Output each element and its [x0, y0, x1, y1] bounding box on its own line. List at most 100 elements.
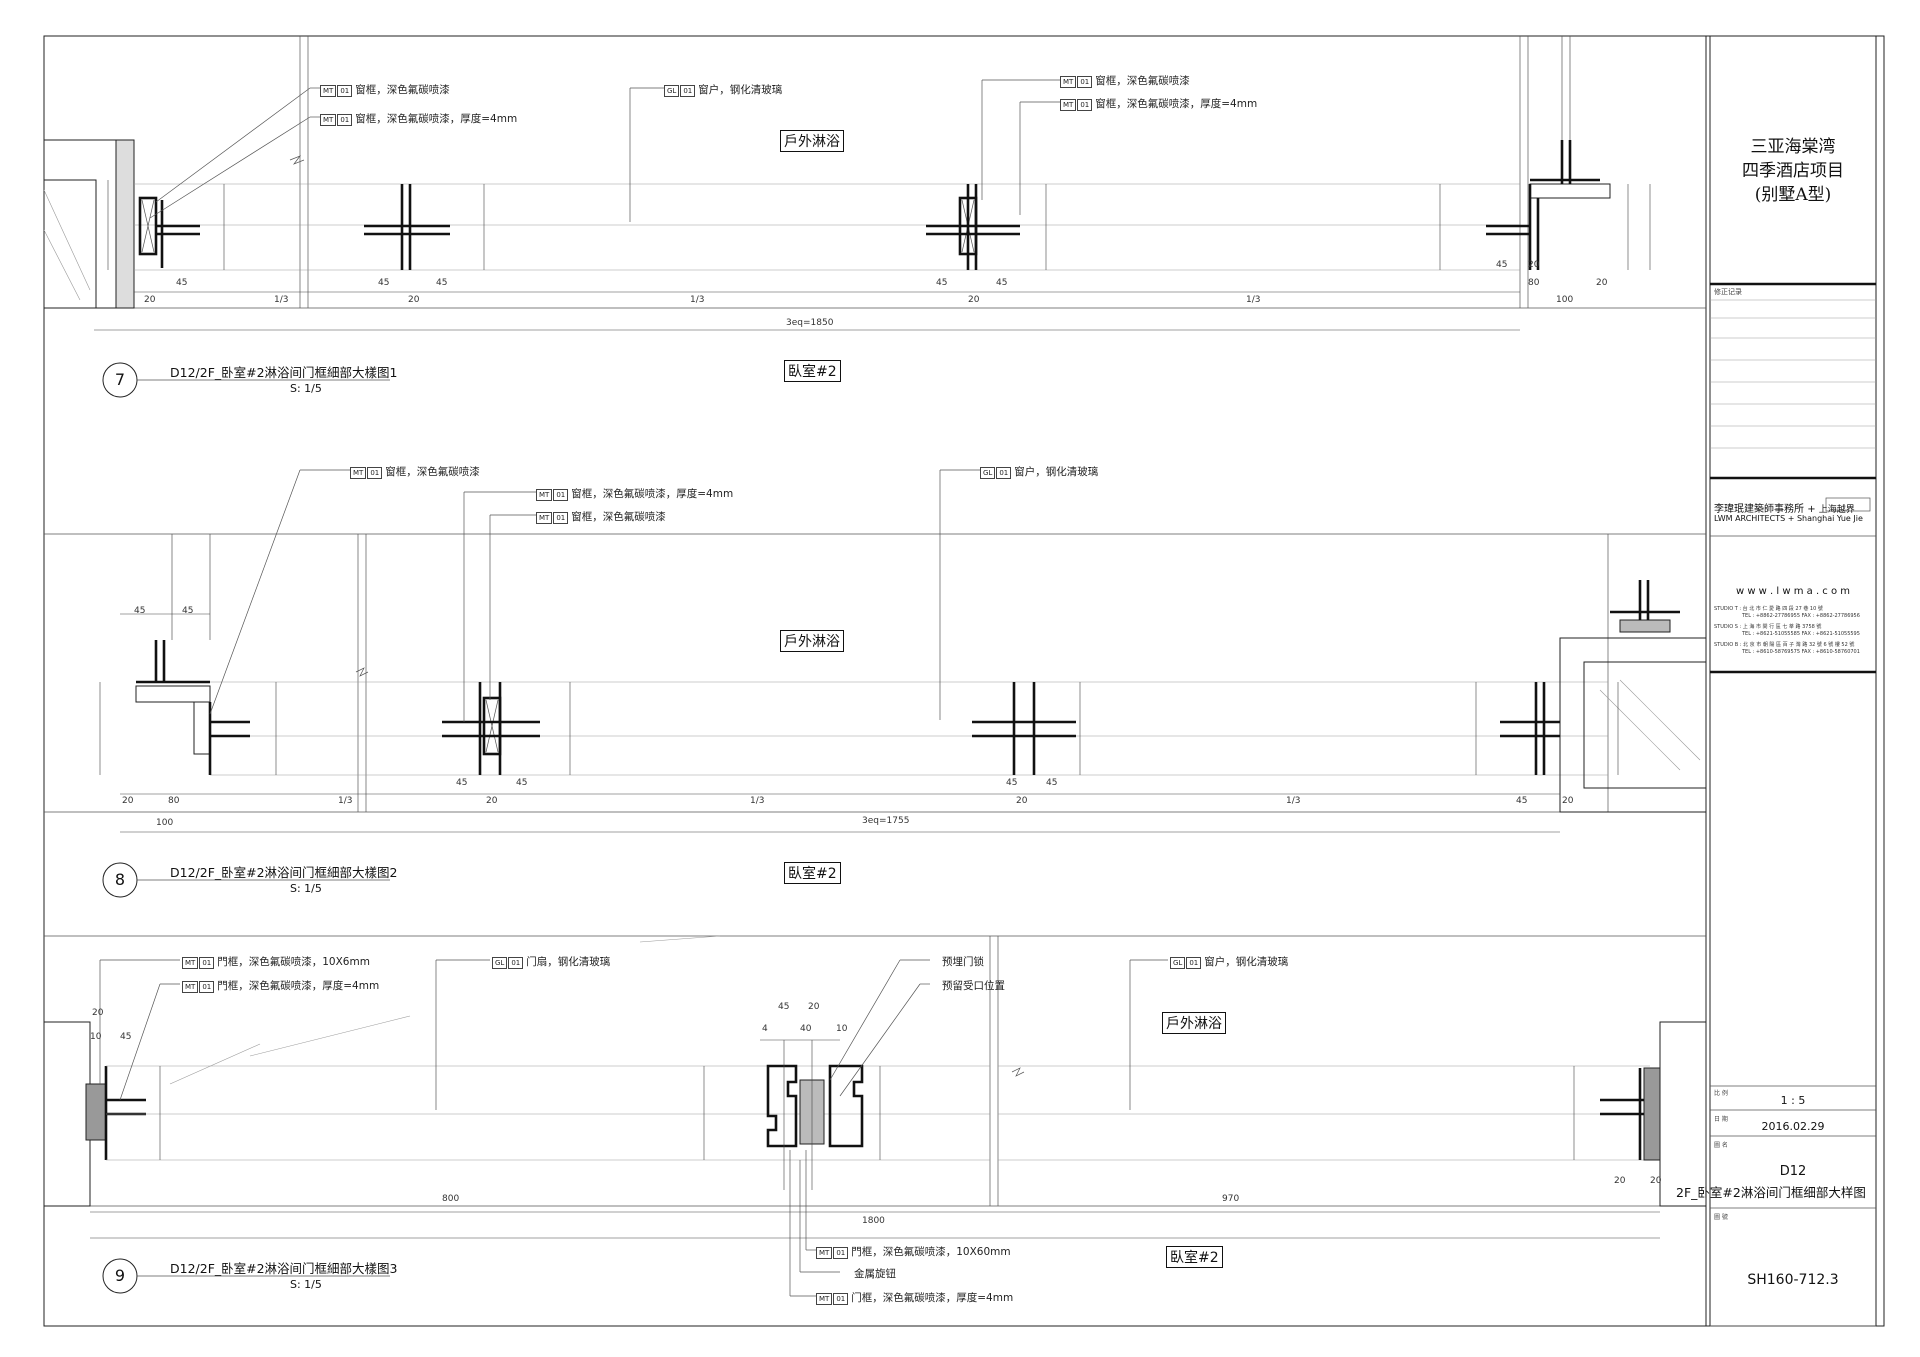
- dim-label: 10: [836, 1024, 848, 1034]
- detail-title-8: D12/2F_卧室#2淋浴间门框細部大樣图2: [170, 865, 398, 880]
- detail-8: [44, 469, 1707, 898]
- dim-label: 45: [996, 278, 1008, 288]
- dim-label: 1/3: [1246, 295, 1261, 305]
- dim-label: 20: [486, 796, 498, 806]
- detail-title-7: D12/2F_卧室#2淋浴间门框細部大樣图1: [170, 365, 398, 380]
- dim-label: 1/3: [750, 796, 765, 806]
- dim-label: 20: [408, 295, 420, 305]
- detail-9: [43, 935, 1707, 1297]
- dim-label: 45: [1046, 778, 1058, 788]
- dim-label: 1/3: [1286, 796, 1301, 806]
- scale-value: 1 : 5: [1780, 1094, 1806, 1107]
- dim-label: 20: [1596, 278, 1608, 288]
- dim-label: 45: [516, 778, 528, 788]
- dim-label: 45: [134, 606, 146, 616]
- dim-label: 45: [176, 278, 188, 288]
- drawing-no-label: 圖 號: [1714, 1214, 1728, 1221]
- dim-label: 45: [1006, 778, 1018, 788]
- note-d9-8: 金属旋钮: [854, 1268, 896, 1280]
- detail-number-9: 9: [114, 1266, 126, 1285]
- dim-label: 20: [808, 1002, 820, 1012]
- dim-label: 80: [168, 796, 180, 806]
- dim-label: 20: [1528, 260, 1540, 270]
- room-label-bedroom-d7: 臥室#2: [784, 360, 841, 382]
- dim-left-d9: 800: [442, 1194, 460, 1204]
- drawing-number: SH160-712.3: [1747, 1272, 1839, 1288]
- dim-label: 45: [1496, 260, 1508, 270]
- title-block: [1710, 282, 1876, 1327]
- project-title-line2: 四季酒店项目: [1742, 161, 1844, 181]
- dim-label: 45: [436, 278, 448, 288]
- drawing-code: D12: [1779, 1164, 1807, 1179]
- detail-title-9: D12/2F_卧室#2淋浴间门框細部大樣图3: [170, 1261, 398, 1276]
- detail-scale-9: S: 1/5: [290, 1278, 322, 1291]
- dim-label: 1/3: [338, 796, 353, 806]
- project-title-line1: 三亚海棠湾: [1750, 137, 1836, 157]
- detail-scale-8: S: 1/5: [290, 882, 322, 895]
- dim-label: 20: [1562, 796, 1574, 806]
- project-title-line3: (别墅A型): [1754, 185, 1832, 205]
- room-label-outdoor-shower-d7: 戶外淋浴: [780, 130, 844, 152]
- firm-name-en: LWM ARCHITECTS + Shanghai Yue Jie: [1714, 514, 1863, 523]
- room-label-outdoor-shower-d8: 戶外淋浴: [780, 630, 844, 652]
- date-value: 2016.02.29: [1761, 1120, 1825, 1133]
- dim-label: 20: [1614, 1176, 1626, 1186]
- dim-label: 20: [1650, 1176, 1662, 1186]
- drawing-name: 2F_卧室#2淋浴间门框细部大样图: [1676, 1185, 1866, 1200]
- dim-label: 45: [1516, 796, 1528, 806]
- dim-label: 20: [1016, 796, 1028, 806]
- detail-7: [43, 36, 1706, 398]
- dim-total-d9: 1800: [862, 1216, 885, 1226]
- dim-label: 45: [936, 278, 948, 288]
- note-d9-5: 预留受口位置: [942, 980, 1005, 992]
- detail-scale-7: S: 1/5: [290, 382, 322, 395]
- dim-label: 20: [144, 295, 156, 305]
- scale-label: 比 例: [1714, 1090, 1728, 1097]
- room-label-bedroom-d9: 臥室#2: [1166, 1246, 1223, 1268]
- dim-total-d7: 3eq=1850: [786, 318, 834, 328]
- detail-number-8: 8: [114, 870, 126, 889]
- sheet-border: [43, 35, 1885, 1327]
- dim-label: 40: [800, 1024, 812, 1034]
- dim-label: 100: [156, 818, 174, 828]
- detail-number-7: 7: [114, 370, 126, 389]
- date-label: 日 期: [1714, 1116, 1728, 1123]
- room-label-outdoor-shower-d9: 戶外淋浴: [1162, 1012, 1226, 1034]
- revision-label: 修正记录: [1714, 288, 1742, 296]
- dim-total-d8: 3eq=1755: [862, 816, 910, 826]
- dim-label: 20: [968, 295, 980, 305]
- note-d9-4: 预埋门锁: [942, 956, 984, 968]
- dim-label: 45: [182, 606, 194, 616]
- dim-label: 45: [456, 778, 468, 788]
- dim-label: 45: [378, 278, 390, 288]
- firm-name-cn: 李瑋珉建築師事務所 + 上海越界: [1714, 504, 1855, 515]
- dim-label: 10: [90, 1032, 102, 1042]
- dim-label: 100: [1556, 295, 1574, 305]
- drawing-name-label: 圖 名: [1714, 1142, 1728, 1149]
- firm-website: w w w . l w m a . c o m: [1735, 586, 1851, 597]
- dim-label: 1/3: [274, 295, 289, 305]
- dim-label: 45: [120, 1032, 132, 1042]
- dim-label: 20: [122, 796, 134, 806]
- dim-right-d9: 970: [1222, 1194, 1240, 1204]
- dim-label: 4: [762, 1024, 768, 1034]
- dim-label: 1/3: [690, 295, 705, 305]
